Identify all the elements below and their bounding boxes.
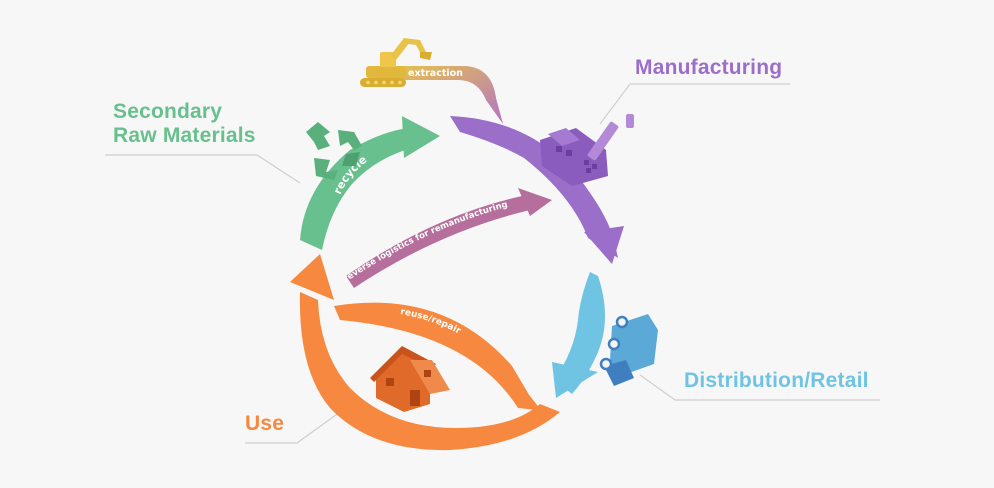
use-arrow <box>299 292 560 451</box>
secondary-label-line-1: Secondary <box>113 100 223 123</box>
distribution-arrow <box>554 272 605 394</box>
manufacturing-label-text: Manufacturing <box>635 56 783 79</box>
reuse-repair-arrow-head <box>500 384 544 414</box>
manufacturing-label: Manufacturing <box>635 56 782 80</box>
reverse-logistics-arrow-head <box>518 188 552 216</box>
distribution-label-text: Distribution/Retail <box>684 369 869 392</box>
leader-line-manufacturing <box>599 83 790 125</box>
leader-lines <box>105 83 880 444</box>
reuse-repair-arrow <box>334 302 538 410</box>
leader-line-distribution <box>639 374 880 401</box>
leader-line-use <box>245 411 341 444</box>
manufacturing-arrow-head <box>584 226 624 264</box>
recycle-arrow-head <box>402 116 440 158</box>
use-label: Use <box>245 412 284 436</box>
excavator-icon <box>360 38 432 87</box>
secondary-raw-materials-label: Secondary Raw Materials <box>113 100 256 148</box>
factory-icon <box>540 114 634 186</box>
delivery-truck-icon <box>599 314 658 386</box>
extraction-flow-label: extraction <box>408 68 463 79</box>
use-arrow-head <box>290 254 334 300</box>
distribution-retail-label: Distribution/Retail <box>684 369 869 393</box>
secondary-label-line-2: Raw Materials <box>113 124 256 147</box>
recycle-icon <box>306 122 362 180</box>
leader-line-secondary <box>105 154 301 184</box>
recycle-arrow <box>300 128 412 250</box>
extraction-flow-arrow <box>392 66 503 124</box>
use-label-text: Use <box>245 412 285 435</box>
distribution-arrow-head <box>552 362 598 398</box>
house-icon <box>370 346 450 412</box>
reverse-logistics-arrow <box>346 196 530 288</box>
